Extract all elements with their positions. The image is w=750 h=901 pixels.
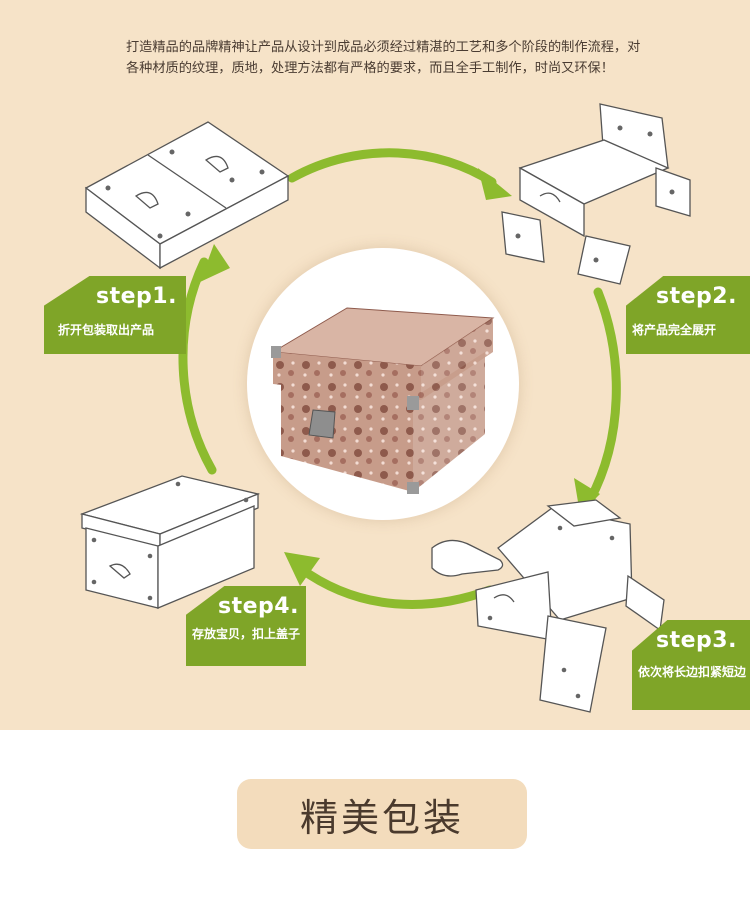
step3-title: step3. <box>656 628 737 653</box>
step4-title: step4. <box>218 594 299 619</box>
step4-closed-box-sketch <box>79 475 261 609</box>
step2-description: 将产品完全展开 <box>632 323 717 337</box>
step3-tag: step3. 依次将长边扣紧短边 <box>632 620 750 710</box>
intro-text: 打造精品的品牌精神让产品从设计到成品必须经过精湛的工艺和多个阶段的制作流程，对各… <box>126 40 641 76</box>
step3-description: 依次将长边扣紧短边 <box>638 665 747 679</box>
step2-title: step2. <box>656 284 737 309</box>
step1-description: 折开包装取出产品 <box>58 323 155 337</box>
step1-box-sketch <box>84 121 290 270</box>
product-photo-circle <box>247 248 519 520</box>
cycle-arrows <box>178 148 621 609</box>
step4-tag: step4. 存放宝贝，扣上盖子 <box>186 586 306 666</box>
step1-title: step1. <box>96 284 177 309</box>
section-title-pill: 精美包装 <box>237 779 527 849</box>
product-box-illustration <box>271 307 495 494</box>
step3-folding-sketch <box>431 499 665 713</box>
step4-description: 存放宝贝，扣上盖子 <box>192 627 301 641</box>
step2-unfolded-sketch <box>501 103 691 285</box>
assembly-steps-panel: 打造精品的品牌精神让产品从设计到成品必须经过精湛的工艺和多个阶段的制作流程，对各… <box>0 0 750 730</box>
